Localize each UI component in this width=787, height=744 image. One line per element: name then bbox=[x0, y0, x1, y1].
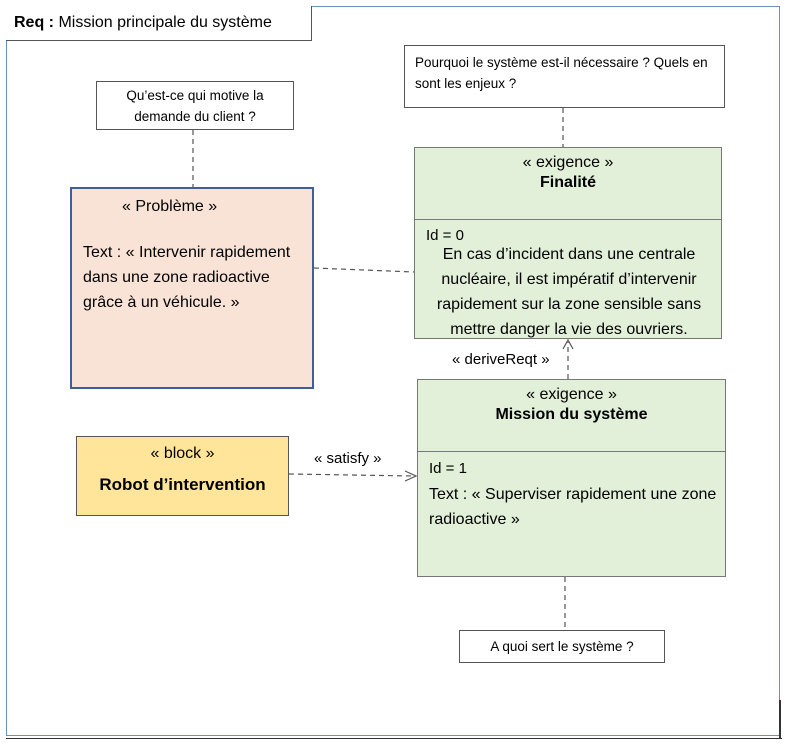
satisfy-label: « satisfy » bbox=[314, 450, 382, 467]
block-name: Robot d’intervention bbox=[99, 475, 266, 494]
note-client-motive: Qu’est-ce qui motive la demande du clien… bbox=[96, 81, 294, 130]
note-why-needed: Pourquoi le système est-il nécessaire ? … bbox=[404, 45, 725, 108]
mission-separator bbox=[418, 451, 725, 452]
mission-text: Text : « Superviser rapidement une zone … bbox=[429, 486, 717, 528]
derive-label: « deriveReqt » bbox=[452, 351, 550, 368]
diagram-name: Mission principale du système bbox=[58, 14, 272, 31]
note-purpose: A quoi sert le système ? bbox=[459, 630, 665, 663]
requirement-finalite: « exigence » Finalité Id = 0 En cas d’in… bbox=[414, 147, 722, 339]
finalite-id: Id = 0 bbox=[426, 227, 464, 244]
frame-right-edge bbox=[779, 700, 781, 738]
probleme-box: « Problème » Text : « Intervenir rapidem… bbox=[70, 187, 314, 389]
frame-bottom-edge bbox=[6, 738, 782, 739]
block-stereotype: « block » bbox=[150, 445, 215, 462]
mission-stereotype: « exigence » bbox=[526, 386, 617, 403]
diagram-frame bbox=[6, 6, 780, 736]
mission-name: Mission du système bbox=[495, 406, 648, 423]
probleme-text: Text : « Intervenir rapidement dans une … bbox=[83, 244, 291, 311]
finalite-stereotype: « exigence » bbox=[522, 154, 614, 171]
finalite-separator bbox=[415, 219, 721, 220]
block-robot: « block » Robot d’intervention bbox=[76, 436, 289, 516]
mission-id: Id = 1 bbox=[429, 460, 467, 477]
finalite-name: Finalité bbox=[539, 174, 596, 191]
diagram-title: Req : Mission principale du système bbox=[6, 6, 312, 41]
probleme-stereotype: « Problème » bbox=[122, 198, 218, 215]
finalite-text: En cas d’incident dans une centrale nucl… bbox=[436, 246, 702, 338]
requirement-mission: « exigence » Mission du système Id = 1 T… bbox=[417, 379, 726, 577]
diagram-kind: Req : bbox=[14, 14, 54, 31]
